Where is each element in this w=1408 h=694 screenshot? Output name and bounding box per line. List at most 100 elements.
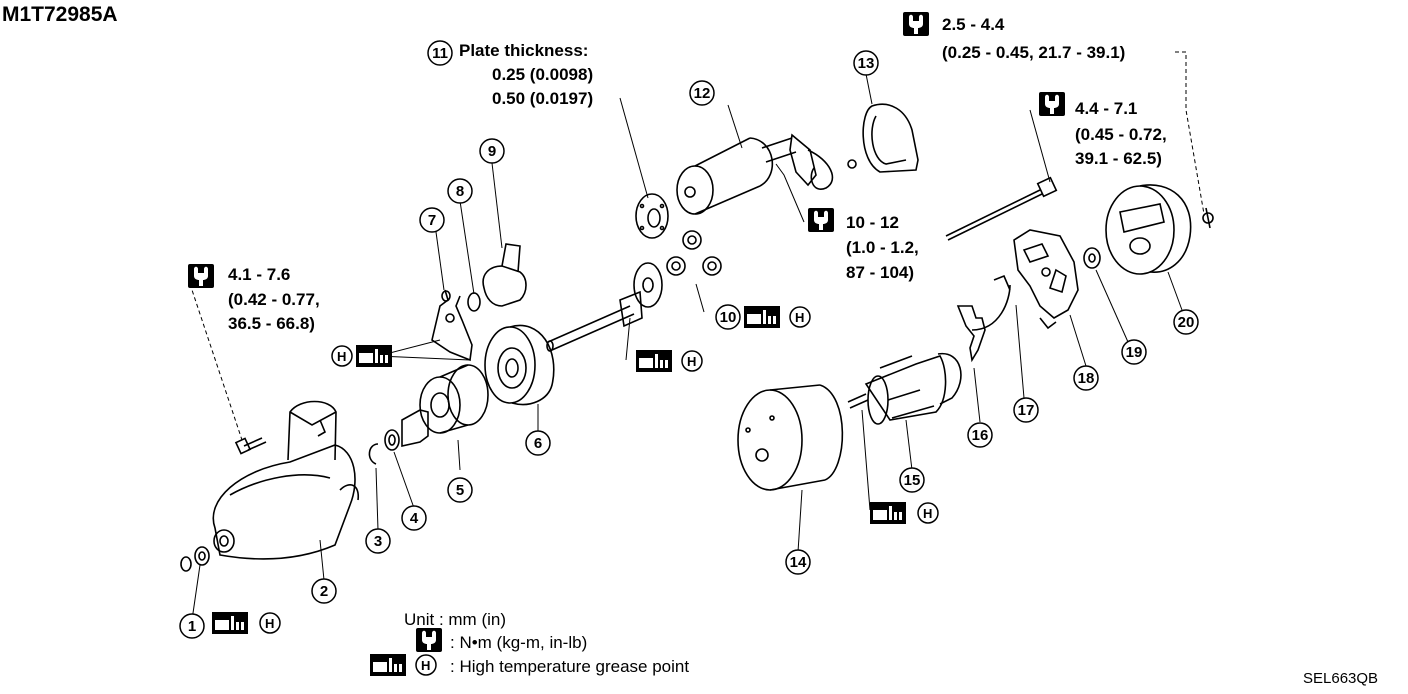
svg-text:3: 3 bbox=[374, 533, 382, 550]
svg-text:2: 2 bbox=[320, 583, 328, 600]
reference-code: SEL663QB bbox=[1303, 670, 1379, 687]
pinion-stopper-part bbox=[384, 429, 400, 451]
callout-7 bbox=[419, 207, 445, 233]
yoke-part bbox=[737, 384, 844, 491]
legend-unit: Unit : mm (in) bbox=[404, 610, 506, 629]
torque-mid-value: 10 - 12 bbox=[846, 213, 899, 232]
center-bracket-part bbox=[484, 324, 555, 406]
svg-text:8: 8 bbox=[456, 183, 464, 200]
grease-point-icon: H bbox=[331, 345, 392, 367]
rear-cover-part bbox=[1105, 184, 1192, 275]
svg-text:4: 4 bbox=[410, 510, 419, 527]
torque-left-range-1: (0.42 - 0.77, bbox=[228, 290, 320, 309]
rear-cover-screw-part bbox=[1202, 207, 1214, 229]
snap-ring-part bbox=[368, 443, 379, 465]
grease-point-icon: H bbox=[870, 502, 939, 524]
svg-text:16: 16 bbox=[972, 427, 989, 444]
callout-5 bbox=[447, 477, 473, 503]
callout-3 bbox=[365, 528, 391, 554]
gasket-part bbox=[847, 103, 919, 173]
torque-wrench-icon bbox=[808, 208, 834, 232]
callout-10 bbox=[715, 304, 741, 330]
callout-1 bbox=[179, 613, 205, 639]
callout-12 bbox=[689, 80, 715, 106]
torque-top-value: 2.5 - 4.4 bbox=[942, 15, 1005, 34]
torque-top-range: (0.25 - 0.45, 21.7 - 39.1) bbox=[942, 43, 1126, 62]
grease-point-icon: H bbox=[744, 306, 811, 328]
svg-text:20: 20 bbox=[1178, 314, 1195, 331]
svg-text:15: 15 bbox=[904, 472, 921, 489]
svg-text:18: 18 bbox=[1078, 370, 1095, 387]
callout-11 bbox=[427, 40, 453, 66]
torque-bolt-range-2: 39.1 - 62.5) bbox=[1075, 149, 1162, 168]
svg-text:10: 10 bbox=[720, 309, 737, 326]
svg-text:13: 13 bbox=[858, 55, 875, 72]
grease-point-icon: H bbox=[370, 654, 437, 676]
torque-wrench-icon bbox=[416, 628, 442, 652]
adjusting-plate-part bbox=[635, 193, 669, 239]
torque-bolt-value: 4.4 - 7.1 bbox=[1075, 99, 1138, 118]
pinion-shaft-part bbox=[546, 262, 663, 352]
svg-text:H: H bbox=[337, 349, 346, 364]
pinion-clutch-part bbox=[401, 364, 489, 447]
torque-wrench-icon bbox=[1039, 92, 1065, 116]
svg-text:9: 9 bbox=[488, 143, 496, 160]
callout-14 bbox=[785, 549, 811, 575]
grease-point-icon: H bbox=[212, 612, 281, 634]
o-ring-part bbox=[467, 292, 481, 312]
plunger-part bbox=[482, 243, 527, 307]
callout-16 bbox=[967, 422, 993, 448]
plate-thickness-value-2: 0.50 (0.0197) bbox=[492, 89, 594, 108]
svg-text:7: 7 bbox=[428, 212, 436, 229]
planetary-gears-part bbox=[666, 230, 722, 276]
torque-wrench-icon bbox=[188, 264, 214, 288]
callout-15 bbox=[899, 467, 925, 493]
callout-19 bbox=[1121, 339, 1147, 365]
torque-left-range-2: 36.5 - 66.8) bbox=[228, 314, 315, 333]
torque-mid-range-1: (1.0 - 1.2, bbox=[846, 238, 919, 257]
callout-8 bbox=[447, 178, 473, 204]
svg-text:H: H bbox=[923, 506, 932, 521]
bushing-part bbox=[180, 546, 210, 572]
torque-wrench-icon bbox=[903, 12, 929, 36]
svg-text:11: 11 bbox=[432, 45, 448, 62]
magnetic-switch-part bbox=[676, 133, 834, 215]
torque-bolt-range-1: (0.45 - 0.72, bbox=[1075, 125, 1167, 144]
svg-text:12: 12 bbox=[694, 85, 711, 102]
svg-text:H: H bbox=[687, 354, 696, 369]
torque-mid-range-2: 87 - 104) bbox=[846, 263, 915, 282]
brush-part bbox=[956, 274, 1011, 363]
svg-text:H: H bbox=[421, 658, 430, 673]
callout-20 bbox=[1173, 309, 1199, 335]
callout-9 bbox=[479, 138, 505, 164]
callout-17 bbox=[1013, 397, 1039, 423]
torque-left-value: 4.1 - 7.6 bbox=[228, 265, 291, 284]
thrust-washer-part bbox=[1083, 247, 1101, 269]
callout-13 bbox=[853, 50, 879, 76]
gear-case-part bbox=[212, 400, 360, 560]
plate-thickness-value-1: 0.25 (0.0098) bbox=[492, 65, 594, 84]
callout-4 bbox=[401, 505, 427, 531]
legend-torque: : N•m (kg-m, in-lb) bbox=[450, 633, 588, 652]
svg-text:6: 6 bbox=[534, 435, 542, 452]
brush-holder-part bbox=[1013, 229, 1079, 330]
svg-text:H: H bbox=[265, 616, 274, 631]
callout-6 bbox=[525, 430, 551, 456]
callout-2 bbox=[311, 578, 337, 604]
svg-text:H: H bbox=[795, 310, 804, 325]
plate-thickness-label: Plate thickness: bbox=[459, 41, 589, 60]
armature-part bbox=[847, 353, 962, 425]
legend-grease: : High temperature grease point bbox=[450, 657, 690, 676]
grease-point-icon: H bbox=[636, 350, 703, 372]
diagram-code: M1T72985A bbox=[2, 3, 118, 26]
through-bolt-part bbox=[945, 176, 1058, 241]
svg-text:5: 5 bbox=[456, 482, 464, 499]
callout-18 bbox=[1073, 365, 1099, 391]
svg-text:17: 17 bbox=[1018, 402, 1035, 419]
svg-text:14: 14 bbox=[790, 554, 807, 571]
svg-text:19: 19 bbox=[1126, 344, 1143, 361]
housing-bolt-part bbox=[234, 437, 267, 455]
svg-text:1: 1 bbox=[188, 618, 196, 635]
shift-lever-part bbox=[431, 289, 473, 362]
